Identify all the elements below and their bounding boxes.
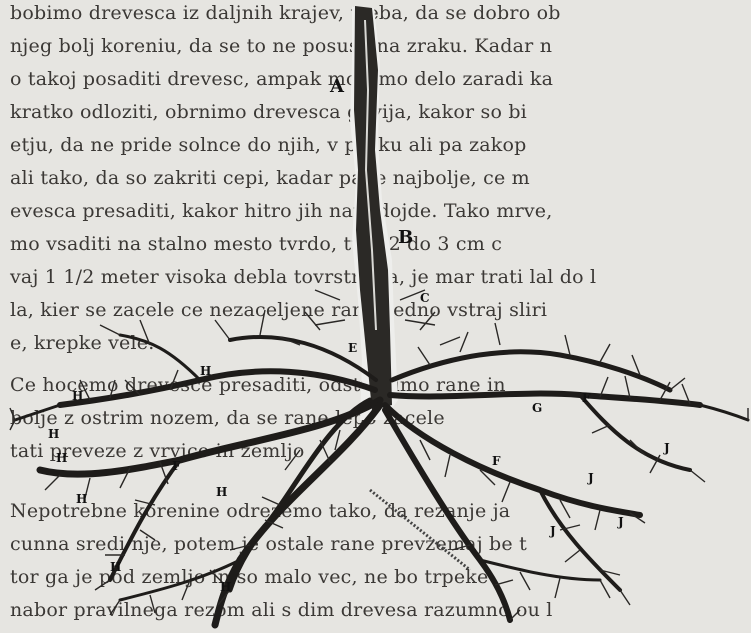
label-f-far-right: F (582, 391, 591, 405)
cut-line (370, 490, 470, 570)
label-c: C (420, 291, 430, 305)
label-f-right: F (492, 454, 501, 468)
label-a: A (329, 76, 345, 97)
label-j-3: J (549, 524, 556, 538)
label-h-3: H (56, 451, 67, 465)
label-b: B (398, 227, 413, 248)
label-h-4: H (76, 492, 87, 506)
label-h-7: H (220, 580, 231, 594)
label-h-1: H (72, 389, 83, 403)
label-f-left: F (172, 459, 181, 473)
label-e: E (348, 341, 357, 355)
label-h-6: H (110, 560, 121, 574)
label-j-1: J (663, 441, 670, 455)
label-h-5: H (216, 485, 227, 499)
tree-trunk-shading (354, 6, 392, 410)
label-j-2: J (587, 471, 594, 485)
label-h-2: H (48, 427, 59, 441)
label-j-4: J (617, 515, 624, 529)
label-g: G (532, 401, 542, 415)
label-h-top: H (200, 364, 211, 378)
